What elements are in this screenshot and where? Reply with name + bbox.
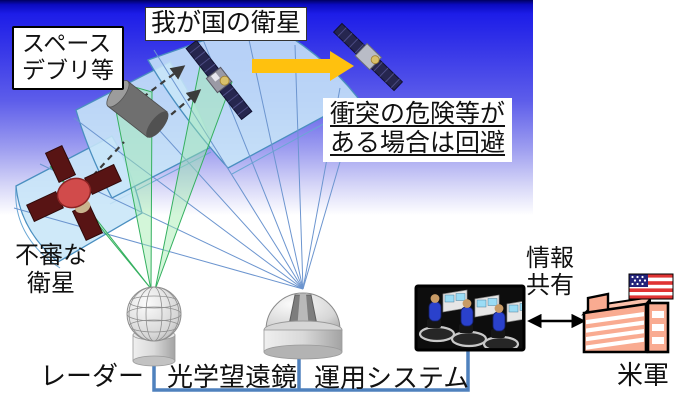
info-sharing-label: 情報 共有 bbox=[526, 245, 574, 299]
collision-note-line1: 衝突の危険等が bbox=[330, 100, 506, 128]
avoid-direction-arrow bbox=[252, 51, 354, 81]
suspicious-satellite-label: 不審な 衛星 bbox=[4, 242, 98, 298]
suspicious-satellite-icon bbox=[26, 145, 122, 241]
collision-note-line2: ある場合は回避 bbox=[330, 129, 506, 157]
our-satellite-label: 我が国の衛星 bbox=[145, 7, 308, 41]
operations-console-icon bbox=[414, 284, 526, 352]
radar-dome-icon bbox=[126, 286, 182, 367]
space-debris-label: スペース デブリ等 bbox=[12, 26, 124, 90]
our-satellite-icon bbox=[185, 39, 253, 121]
operation-system-label: 運用システム bbox=[314, 363, 470, 393]
collision-avoidance-note: 衝突の危険等が ある場合は回避 bbox=[323, 98, 513, 162]
info-sharing-line1: 情報 bbox=[526, 245, 574, 272]
space-debris-line2: デブリ等 bbox=[22, 57, 114, 83]
telescope-dome-icon bbox=[263, 292, 343, 360]
suspicious-line2: 衛星 bbox=[27, 270, 75, 297]
ground-network-connector bbox=[152, 350, 470, 392]
optical-telescope-label: 光学望遠鏡 bbox=[167, 362, 298, 392]
suspicious-line1: 不審な bbox=[15, 242, 87, 269]
us-military-building-icon bbox=[581, 292, 670, 354]
us-flag-icon bbox=[628, 273, 674, 300]
us-military-label: 米軍 bbox=[616, 360, 669, 390]
info-sharing-line2: 共有 bbox=[526, 272, 574, 299]
radar-label: レーダー bbox=[40, 361, 145, 391]
avoiding-satellite-icon bbox=[332, 22, 404, 92]
space-debris-line1: スペース bbox=[22, 30, 112, 56]
